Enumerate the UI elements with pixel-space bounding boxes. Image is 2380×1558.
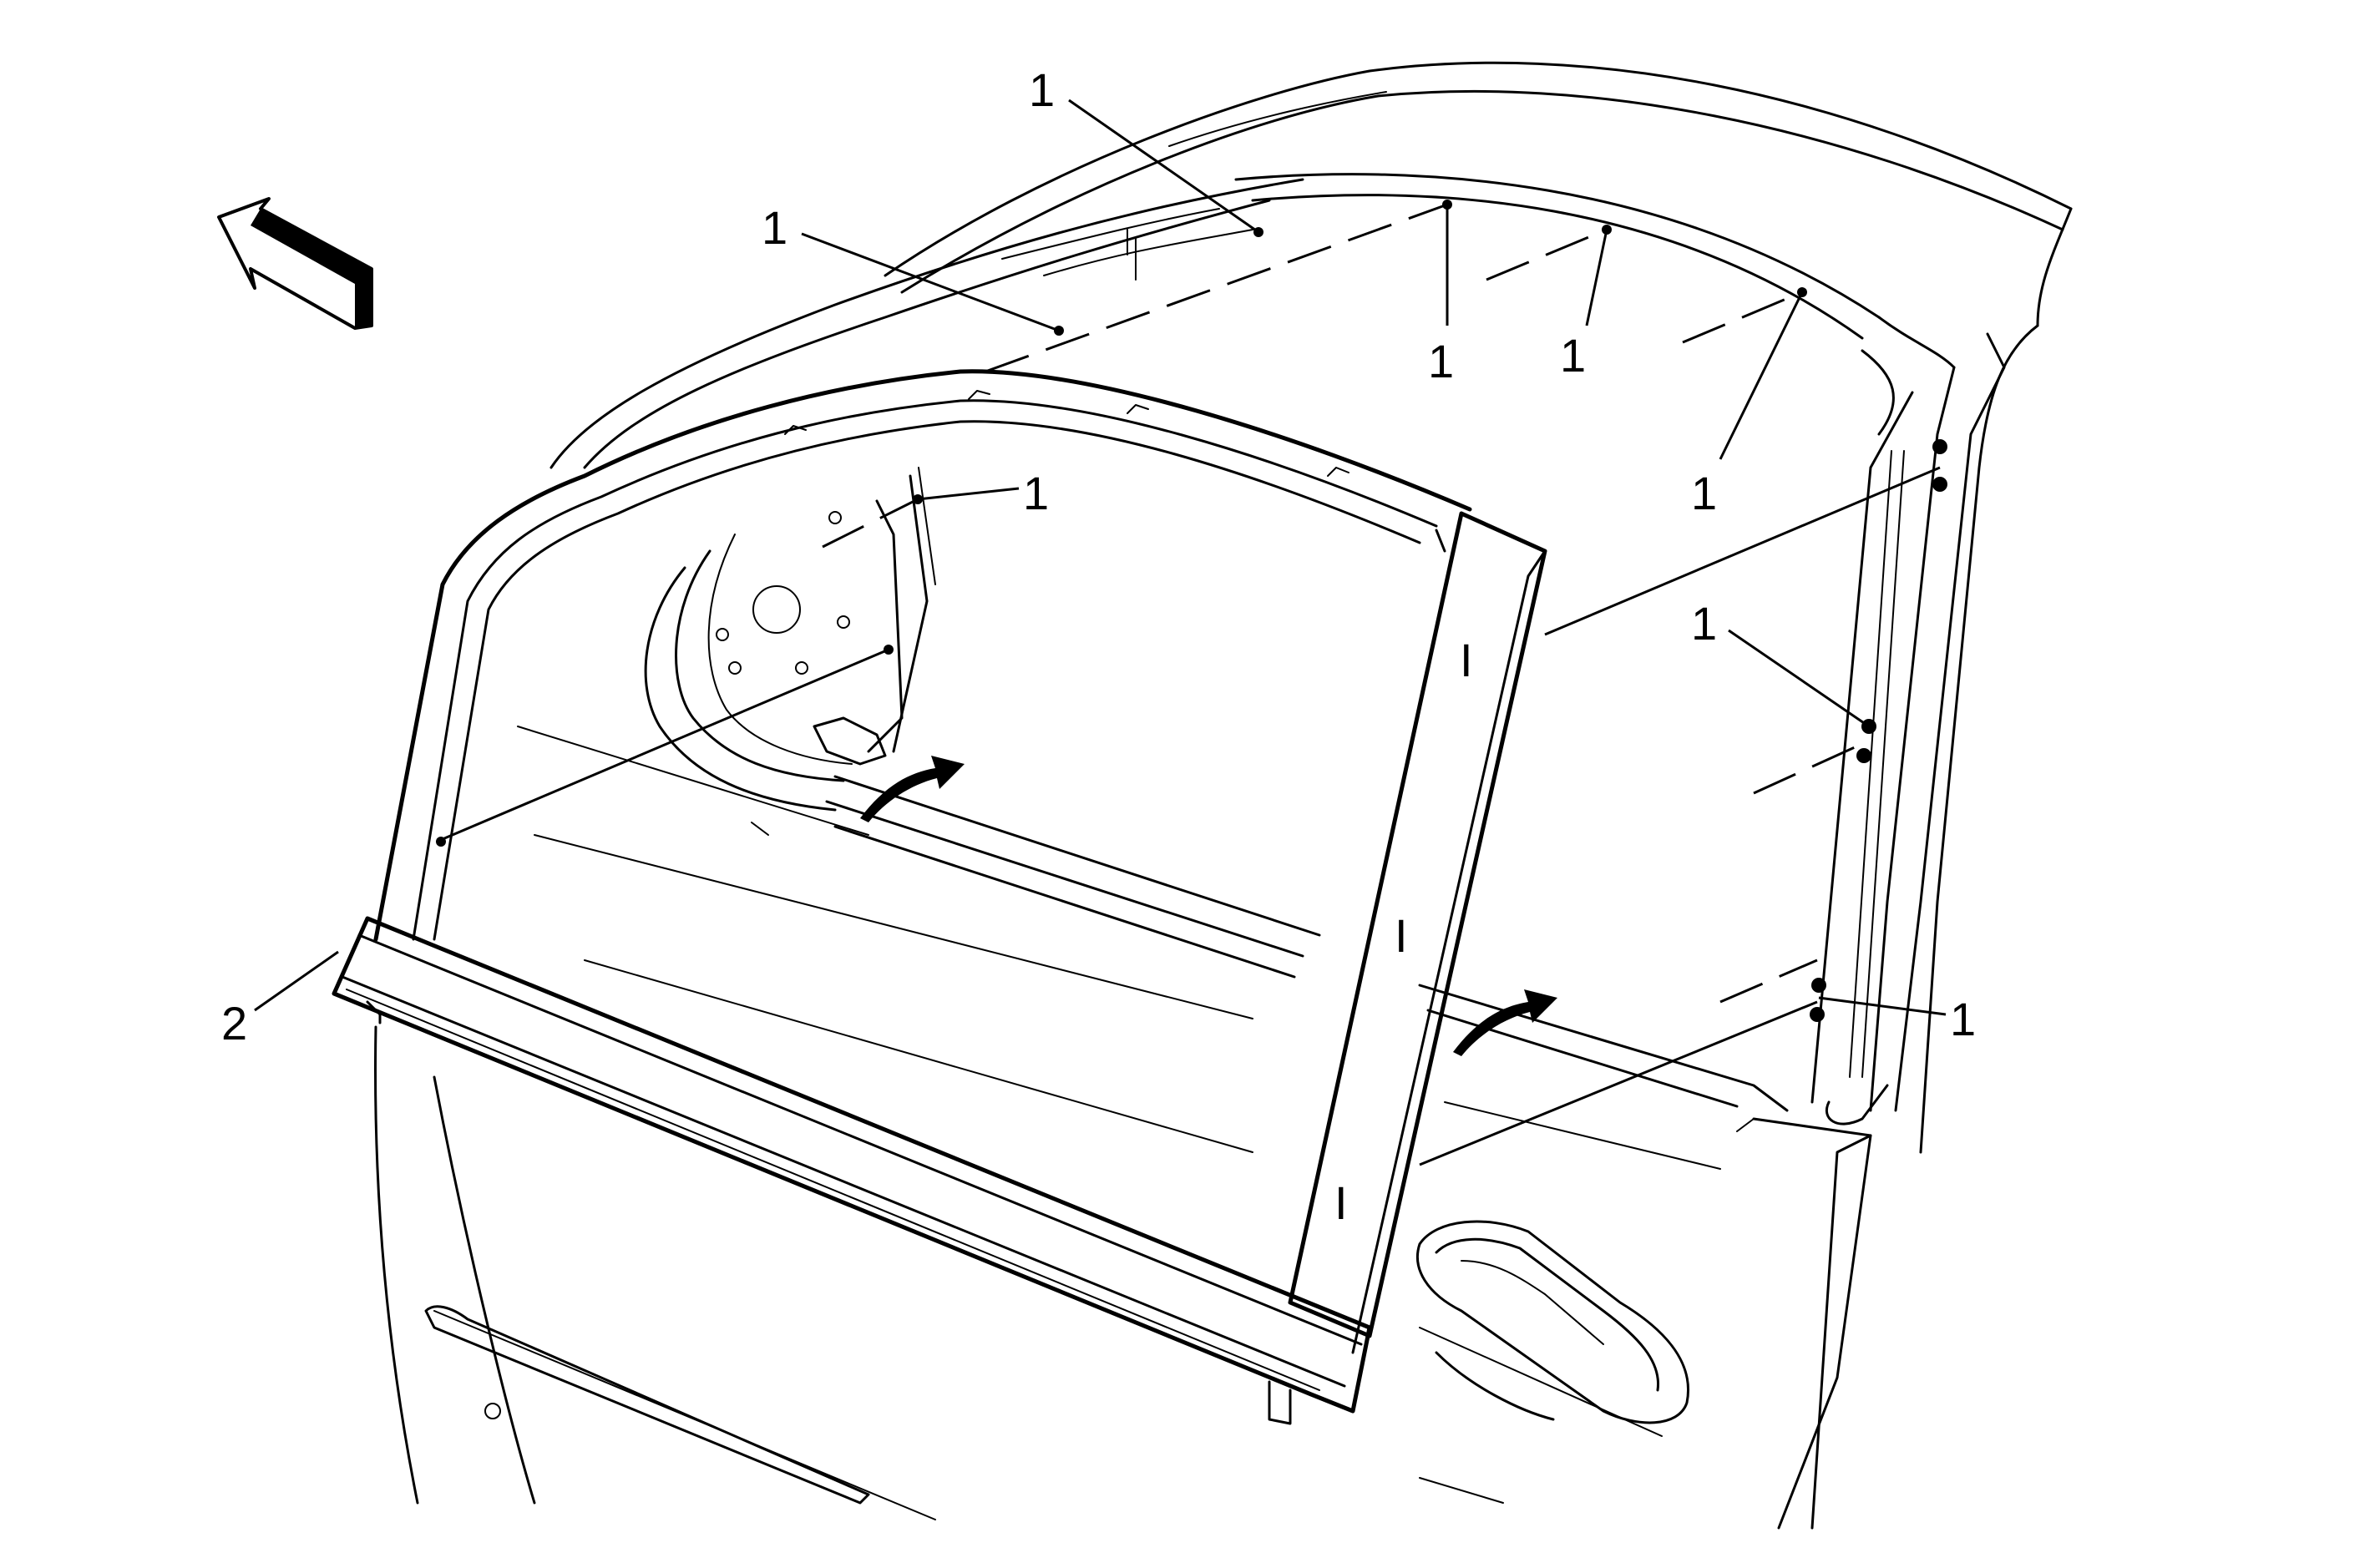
callout-fastener: 1 [1691,597,1717,650]
vehicle-body [549,61,2073,1530]
svg-text:I: I [1460,634,1473,686]
callout-fastener: 1 [1029,63,1055,116]
callout-fastener: 1 [762,201,787,254]
inner-door-panel [517,467,1789,1170]
curved-arrow-icon [1453,989,1557,1056]
fastener-points [436,200,1947,1022]
callout-fastener: 1 [1560,329,1586,382]
callout-leaders [254,99,1947,1016]
callout-fastener: 1 [1950,993,1976,1045]
door-handle [1415,1220,1689,1424]
curved-arrow-icon [860,756,965,822]
forward-arrow-icon [217,197,373,330]
callout-fastener: 1 [1428,335,1454,387]
callout-labels: 1 1 1 1 1 1 1 1 2 [221,63,1976,1050]
svg-text:I: I [1334,1176,1348,1229]
callout-fastener: 1 [1691,467,1717,519]
callout-molding: 2 [221,997,247,1050]
callout-fastener: 1 [1023,467,1049,519]
door-frame: I I I [332,369,1547,1425]
alignment-lines [442,203,1941,1166]
svg-text:I: I [1395,909,1408,962]
